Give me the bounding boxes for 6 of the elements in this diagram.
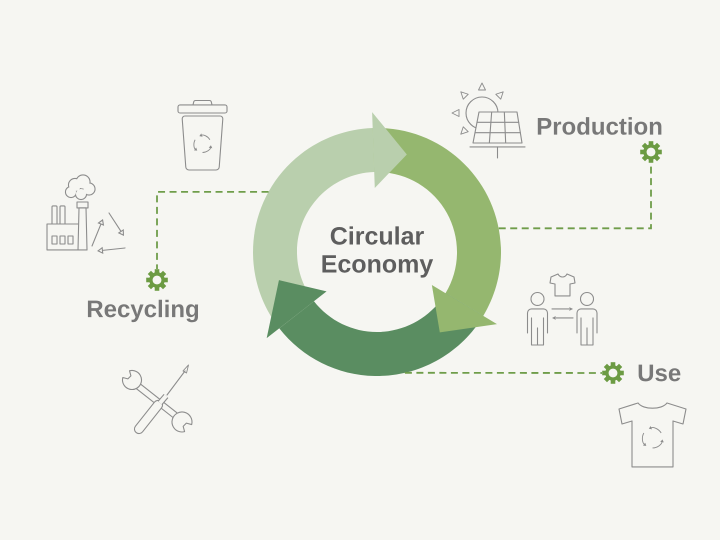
- dashed-connector: [404, 372, 602, 374]
- cycle-ring: Circular Economy: [253, 112, 501, 376]
- step-label: Use: [638, 364, 680, 382]
- step-label: Recycling: [88, 300, 198, 322]
- dashed-connector: [156, 190, 269, 269]
- step-label: Production: [538, 117, 662, 135]
